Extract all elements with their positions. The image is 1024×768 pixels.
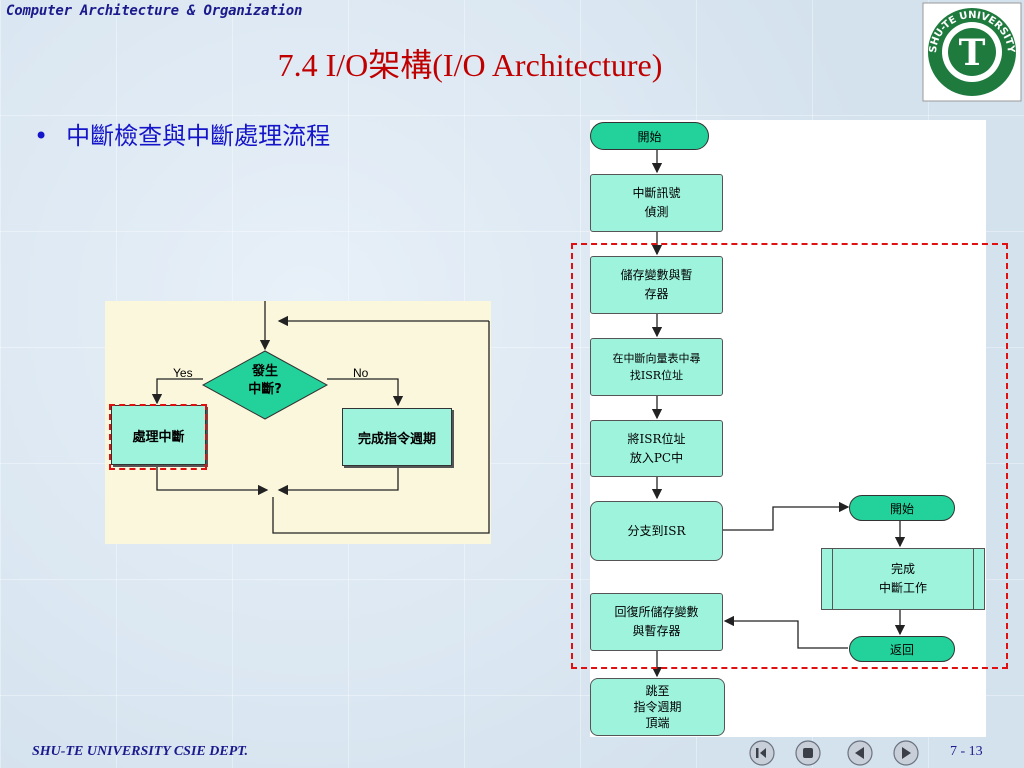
university-logo: SHU-TE UNIVERSITY T [922,2,1022,102]
slide-title: 7.4 I/O架構(I/O Architecture) [277,47,663,83]
footer-dept: SHU-TE UNIVERSITY CSIE DEPT. [32,744,249,759]
load-pc-box: 將ISR位址 放入PC中 [590,420,723,477]
next-icon[interactable] [893,740,919,766]
left-flow-connectors [151,301,490,534]
jump-cycle-box: 跳至 指令週期 頂端 [590,678,725,736]
decision-label: 發生 中斷? [248,364,282,397]
bullet-item: • 中斷檢查與中斷處理流程 [34,116,330,151]
no-label: No [353,366,369,380]
handle-interrupt-highlight [109,404,207,470]
yes-label: Yes [173,366,193,380]
branch-isr-box: 分支到ISR [590,501,723,561]
finish-instruction-box: 完成指令週期 [342,408,452,466]
right-flow-connectors [651,150,906,678]
isr-work-process: 完成 中斷工作 [821,548,985,610]
page-number: 7 - 13 [950,744,983,759]
return-terminal: 返回 [849,636,955,662]
first-icon[interactable] [749,740,775,766]
logo-letter: T [959,32,986,74]
interrupt-handling-flowchart: 開始 中斷訊號 偵測 儲存變數與暫 存器 在中斷向量表中尋 找ISR位址 將IS… [590,120,986,737]
prev-icon[interactable] [847,740,873,766]
bullet-marker: • [34,122,49,150]
start-terminal: 開始 [590,122,709,150]
restore-registers-box: 回復所儲存變數 與暫存器 [590,593,723,651]
interrupt-check-flowchart: 發生 中斷? Yes No 處理中斷 完成指令週期 [105,301,491,544]
save-registers-box: 儲存變數與暫 存器 [590,256,723,314]
find-isr-box: 在中斷向量表中尋 找ISR位址 [590,338,723,396]
detect-interrupt-box: 中斷訊號 偵測 [590,174,723,232]
handle-interrupt-box: 處理中斷 [111,405,206,465]
stop-icon[interactable] [795,740,821,766]
isr-highlight-region [571,243,1008,669]
bullet-text: 中斷檢查與中斷處理流程 [66,122,331,150]
isr-start-terminal: 開始 [849,495,955,521]
course-header: Computer Architecture & Organization [6,3,303,19]
